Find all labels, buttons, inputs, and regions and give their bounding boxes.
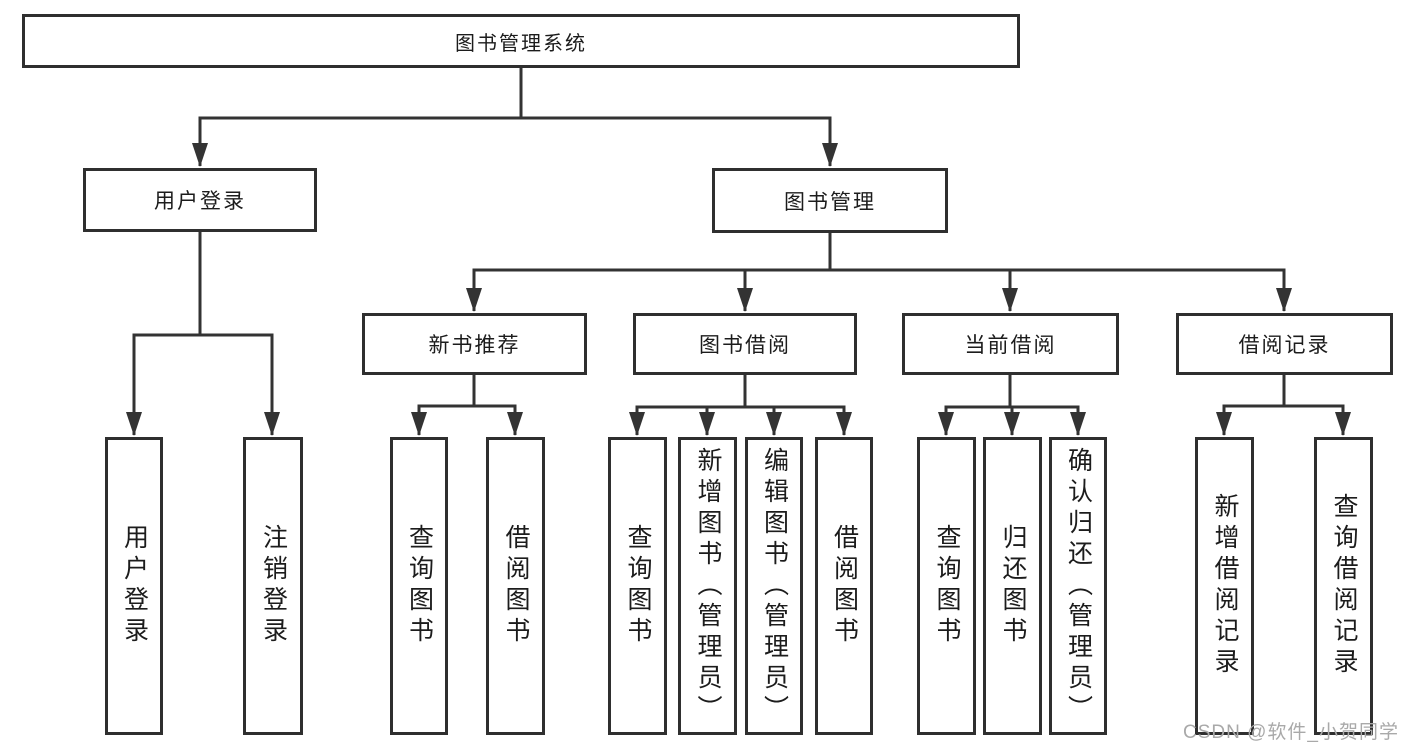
- leaf-query-books-3: 查询图书: [917, 437, 976, 735]
- leaf-query-borrow-record: 查询借阅记录: [1314, 437, 1373, 735]
- leaf-add-borrow-record: 新增借阅记录: [1195, 437, 1254, 735]
- leaf-return-books: 归还图书: [983, 437, 1042, 735]
- node-user-login: 用户登录: [83, 168, 317, 232]
- leaf-confirm-return-admin: 确认归还（管理员）: [1049, 437, 1107, 735]
- leaf-logout: 注销登录: [243, 437, 303, 735]
- node-borrow-records: 借阅记录: [1176, 313, 1393, 375]
- leaf-borrow-books-2: 借阅图书: [815, 437, 873, 735]
- leaf-borrow-books: 借阅图书: [486, 437, 545, 735]
- node-current-borrowing: 当前借阅: [902, 313, 1119, 375]
- node-new-book-recommend: 新书推荐: [362, 313, 587, 375]
- leaf-add-books-admin: 新增图书（管理员）: [678, 437, 737, 735]
- leaf-query-books-2: 查询图书: [608, 437, 667, 735]
- tree-trunk-lines: [132, 66, 1345, 409]
- csdn-watermark: CSDN @软件_小贺同学: [1183, 722, 1399, 743]
- leaf-user-login: 用户登录: [105, 437, 163, 735]
- leaf-edit-books-admin: 编辑图书（管理员）: [745, 437, 803, 735]
- tree-arrow-lines: [126, 118, 1351, 436]
- node-book-management: 图书管理: [712, 168, 948, 233]
- node-book-borrowing: 图书借阅: [633, 313, 857, 375]
- leaf-query-books: 查询图书: [390, 437, 448, 735]
- node-root-library-system: 图书管理系统: [22, 14, 1020, 68]
